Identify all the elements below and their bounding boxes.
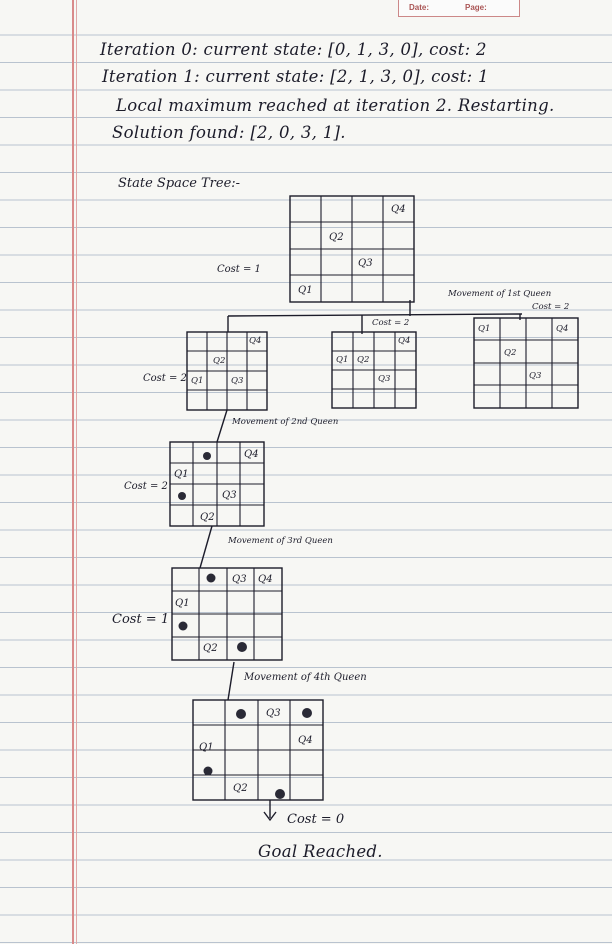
level1-board-b bbox=[331, 331, 417, 409]
tree-edges-level1 bbox=[227, 300, 523, 334]
level1-c-cost: Cost = 2 bbox=[532, 302, 570, 312]
local-maximum-line: Local maximum reached at iteration 2. Re… bbox=[116, 96, 555, 115]
queen-label: Q2 bbox=[233, 783, 248, 794]
queen-label: Q1 bbox=[336, 355, 349, 365]
level2-cost: Cost = 2 bbox=[124, 481, 168, 492]
scribbled-out-queen bbox=[237, 642, 247, 652]
queen-label: Q4 bbox=[244, 449, 259, 460]
queen-label: Q3 bbox=[358, 258, 373, 269]
level1-a-cost: Cost = 2 bbox=[143, 373, 187, 384]
goal-arrow bbox=[263, 800, 277, 822]
queen-label: Q1 bbox=[191, 376, 204, 386]
level2-board bbox=[169, 441, 265, 527]
edge-to-level4 bbox=[227, 661, 235, 701]
margin-line bbox=[72, 0, 74, 944]
root-cost: Cost = 1 bbox=[217, 264, 261, 275]
queen-label: Q2 bbox=[213, 356, 226, 366]
queen-label: Q2 bbox=[504, 348, 517, 358]
scribbled-out-queen bbox=[203, 766, 213, 776]
queen-label: Q1 bbox=[175, 598, 190, 609]
queen-label: Q2 bbox=[357, 355, 370, 365]
queen-label: Q4 bbox=[556, 324, 569, 334]
scribbled-out-queen bbox=[178, 492, 186, 500]
queen-label: Q3 bbox=[231, 376, 244, 386]
movement-3rd-queen: Movement of 3rd Queen bbox=[228, 536, 333, 546]
queen-label: Q1 bbox=[199, 742, 214, 753]
queen-label: Q4 bbox=[391, 204, 406, 215]
solution-line: Solution found: [2, 0, 3, 1]. bbox=[112, 123, 346, 142]
queen-label: Q2 bbox=[203, 643, 218, 654]
queen-label: Q1 bbox=[478, 324, 491, 334]
queen-label: Q4 bbox=[398, 336, 411, 346]
queen-label: Q1 bbox=[298, 285, 313, 296]
level1-board-a bbox=[186, 331, 268, 411]
queen-label: Q3 bbox=[266, 708, 281, 719]
page-label: Page: bbox=[465, 3, 487, 12]
queen-label: Q3 bbox=[222, 490, 237, 501]
movement-2nd-queen: Movement of 2nd Queen bbox=[232, 417, 339, 427]
queen-label: Q4 bbox=[298, 735, 313, 746]
queen-label: Q2 bbox=[329, 232, 344, 243]
queen-label: Q4 bbox=[249, 336, 262, 346]
iteration-0-line: Iteration 0: current state: [0, 1, 3, 0]… bbox=[100, 40, 487, 59]
edge-to-level3 bbox=[199, 525, 213, 569]
queen-label: Q2 bbox=[200, 512, 215, 523]
iteration-1-line: Iteration 1: current state: [2, 1, 3, 0]… bbox=[102, 67, 489, 86]
scribbled-out-queen bbox=[275, 789, 285, 799]
level3-board bbox=[171, 567, 283, 661]
date-label: Date: bbox=[409, 3, 430, 12]
scribbled-out-queen bbox=[236, 709, 246, 719]
queen-label: Q3 bbox=[529, 371, 542, 381]
queen-label: Q4 bbox=[258, 574, 273, 585]
root-board bbox=[289, 195, 415, 303]
goal-reached: Goal Reached. bbox=[258, 842, 383, 861]
margin-line-inner bbox=[76, 0, 77, 944]
date-page-box: Date: Page: bbox=[398, 0, 520, 17]
level1-board-c bbox=[473, 317, 579, 409]
movement-1st-queen: Movement of 1st Queen bbox=[448, 289, 552, 299]
movement-4th-queen: Movement of 4th Queen bbox=[244, 672, 367, 683]
scribbled-out-queen bbox=[302, 708, 312, 718]
queen-label: Q3 bbox=[232, 574, 247, 585]
queen-label: Q1 bbox=[174, 469, 189, 480]
final-cost: Cost = 0 bbox=[287, 812, 345, 827]
scribbled-out-queen bbox=[206, 573, 216, 583]
tree-title: State Space Tree:- bbox=[118, 176, 241, 191]
level1-b-cost: Cost = 2 bbox=[372, 318, 410, 328]
queen-label: Q3 bbox=[378, 374, 391, 384]
scribbled-out-queen bbox=[203, 452, 211, 460]
level3-cost: Cost = 1 bbox=[112, 612, 170, 627]
scribbled-out-queen bbox=[178, 621, 188, 631]
edge-to-level2 bbox=[216, 409, 228, 443]
level4-board bbox=[192, 699, 324, 801]
